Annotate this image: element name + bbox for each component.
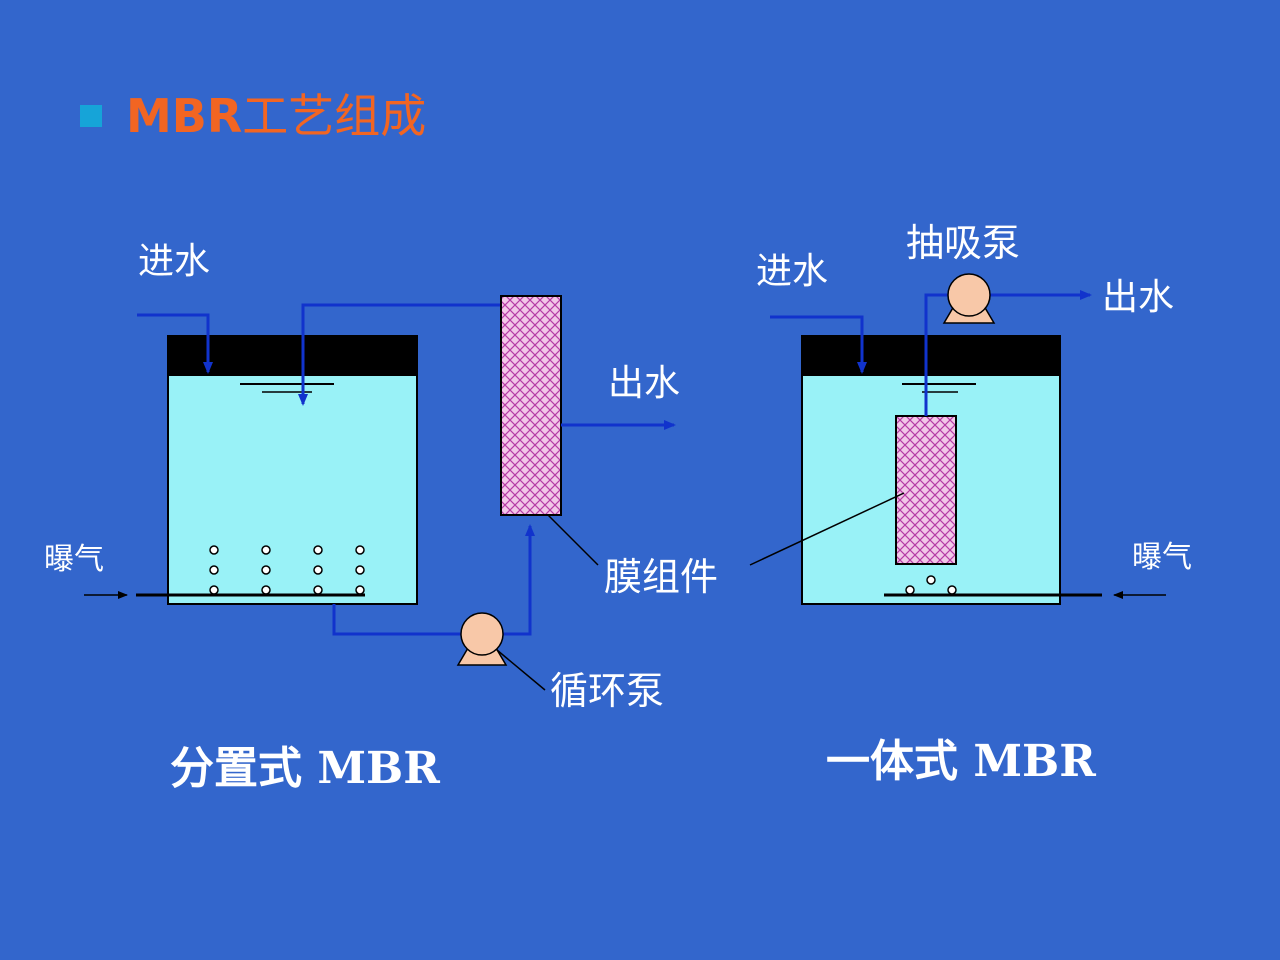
split-tank-top (168, 336, 417, 376)
split-recirc-pipe (332, 524, 535, 636)
split-mbr: 进水 曝气 出水 膜组件 循环泵 分置式 MBR (44, 241, 718, 794)
membrane-module-label: 膜组件 (604, 555, 718, 599)
split-membrane-module (500, 295, 562, 516)
integrated-mbr-caption: 一体式 MBR (826, 736, 1096, 787)
split-bubbles (209, 545, 365, 595)
integrated-mbr: 抽吸泵 进水 出水 曝气 一体式 MBR (749, 221, 1192, 787)
square-bullet-icon (80, 105, 102, 127)
split-mbr-caption: 分置式 MBR (170, 743, 440, 794)
split-pump-leader (496, 649, 546, 691)
split-membrane-leader (547, 514, 599, 566)
title-cjk: 工艺组成 (242, 89, 427, 143)
circulation-pump-icon (456, 612, 508, 666)
circulation-pump-label: 循环泵 (550, 669, 664, 713)
suction-pump-label: 抽吸泵 (906, 221, 1020, 265)
integrated-membrane-module (895, 415, 957, 565)
integrated-inlet-pipe (770, 315, 867, 374)
integrated-suction-pipe (924, 290, 1092, 416)
split-return-pipe (298, 303, 501, 406)
integrated-bubbles (905, 575, 957, 595)
split-aeration-label: 曝气 (44, 542, 104, 577)
split-outlet-label: 出水 (608, 363, 680, 404)
title-latin: MBR (126, 89, 243, 143)
integrated-tank-top (802, 336, 1060, 376)
split-tank-water (167, 335, 418, 605)
slide-title: MBR 工艺组成 (80, 88, 426, 144)
split-inlet-label: 进水 (138, 241, 210, 282)
integrated-aeration-label: 曝气 (1132, 540, 1192, 575)
integrated-membrane-leader (749, 492, 905, 566)
suction-pump-icon (942, 273, 996, 324)
integrated-outlet-label: 出水 (1102, 277, 1174, 318)
split-inlet-pipe (137, 313, 213, 374)
integrated-inlet-label: 进水 (756, 251, 828, 292)
